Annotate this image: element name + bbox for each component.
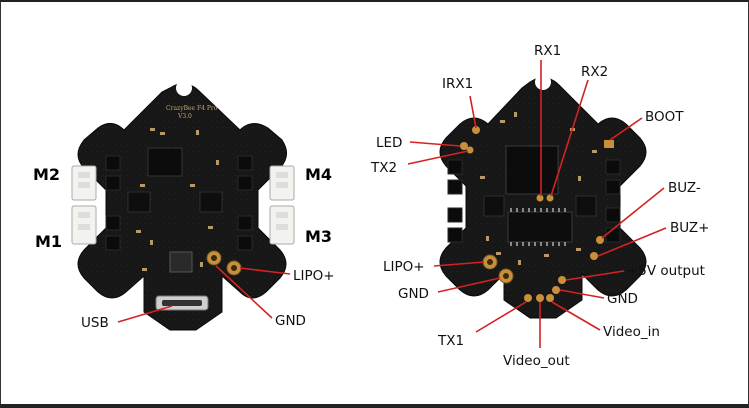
leader-buz-plus (597, 227, 667, 257)
leader-tx1 (475, 301, 527, 333)
left-flight-controller-board: CrazyBee F4 Pro V3.0 (71, 80, 295, 331)
label-gnd-right: GND (607, 291, 638, 307)
right-osd-chip (507, 211, 573, 243)
leader-gnd-right (559, 289, 605, 299)
label-led: LED (376, 135, 402, 151)
left-pcb-outline (77, 83, 287, 331)
left-esc-chip-2 (199, 191, 223, 213)
leader-usb (117, 305, 173, 323)
pad-5v-output (558, 276, 566, 284)
left-smd-parts (136, 128, 219, 271)
label-left-lipo-plus: LIPO+ (293, 268, 335, 284)
left-mount-hole-top (176, 80, 192, 96)
left-regulator (169, 251, 193, 273)
left-silkscreen-name: CrazyBee F4 Pro (166, 105, 218, 112)
pad-tx2 (466, 146, 474, 154)
right-osd-chip-pins (510, 208, 566, 246)
label-boot: BOOT (645, 109, 684, 125)
label-gnd-left: GND (398, 286, 429, 302)
pad-buz-plus (590, 252, 598, 260)
right-small-chip-right (575, 195, 597, 217)
right-mount-hole-top (535, 74, 551, 90)
label-5v-output: +5V output (627, 263, 705, 279)
pad-led (460, 142, 468, 150)
pad-tx1 (524, 294, 532, 302)
leader-video-in (551, 301, 601, 331)
leader-left-gnd (215, 265, 273, 319)
leader-gnd-left (437, 277, 501, 293)
label-left-gnd: GND (275, 313, 306, 329)
pad-rx2 (546, 194, 554, 202)
leader-5v-output (565, 270, 625, 281)
leader-irx1 (469, 95, 477, 129)
left-silkscreen-version: V3.0 (177, 113, 192, 120)
leader-left-lipo (239, 267, 291, 275)
label-tx2: TX2 (370, 160, 397, 176)
motor-connector-m1 (71, 205, 97, 245)
label-video-in: Video_in (603, 324, 660, 340)
pad-irx1 (472, 126, 480, 134)
label-right-lipo-plus: LIPO+ (383, 259, 425, 275)
leader-buz-minus (601, 187, 665, 239)
label-m3: M3 (305, 227, 332, 246)
label-buz-plus: BUZ+ (670, 220, 709, 236)
leader-led (409, 141, 461, 147)
label-rx2: RX2 (581, 64, 608, 80)
label-usb: USB (81, 315, 109, 331)
leader-boot (609, 117, 643, 141)
pad-video-in (546, 294, 554, 302)
leader-right-lipo (433, 261, 485, 267)
leader-tx2 (407, 150, 469, 165)
label-m4: M4 (305, 165, 332, 184)
label-irx1: IRX1 (442, 76, 473, 92)
leader-rx2 (550, 79, 589, 197)
pad-rx1 (536, 194, 544, 202)
label-tx1: TX1 (437, 333, 464, 349)
label-m1: M1 (35, 232, 62, 251)
label-buz-minus: BUZ- (668, 180, 701, 196)
motor-connector-m2 (71, 165, 97, 201)
pad-video-out (536, 294, 544, 302)
left-mosfets (105, 155, 253, 251)
right-mcu-chip (505, 145, 559, 195)
pad-boot (604, 140, 614, 148)
right-small-chip-left (483, 195, 505, 217)
label-rx1: RX1 (534, 43, 561, 59)
label-m2: M2 (33, 165, 60, 184)
label-video-out: Video_out (503, 353, 570, 369)
pad-gnd-right (552, 286, 560, 294)
motor-connector-m4 (269, 165, 295, 201)
left-esc-chip-1 (127, 191, 151, 213)
right-flight-controller-board (439, 74, 647, 319)
motor-connector-m3 (269, 205, 295, 245)
left-mcu-chip (147, 147, 183, 177)
